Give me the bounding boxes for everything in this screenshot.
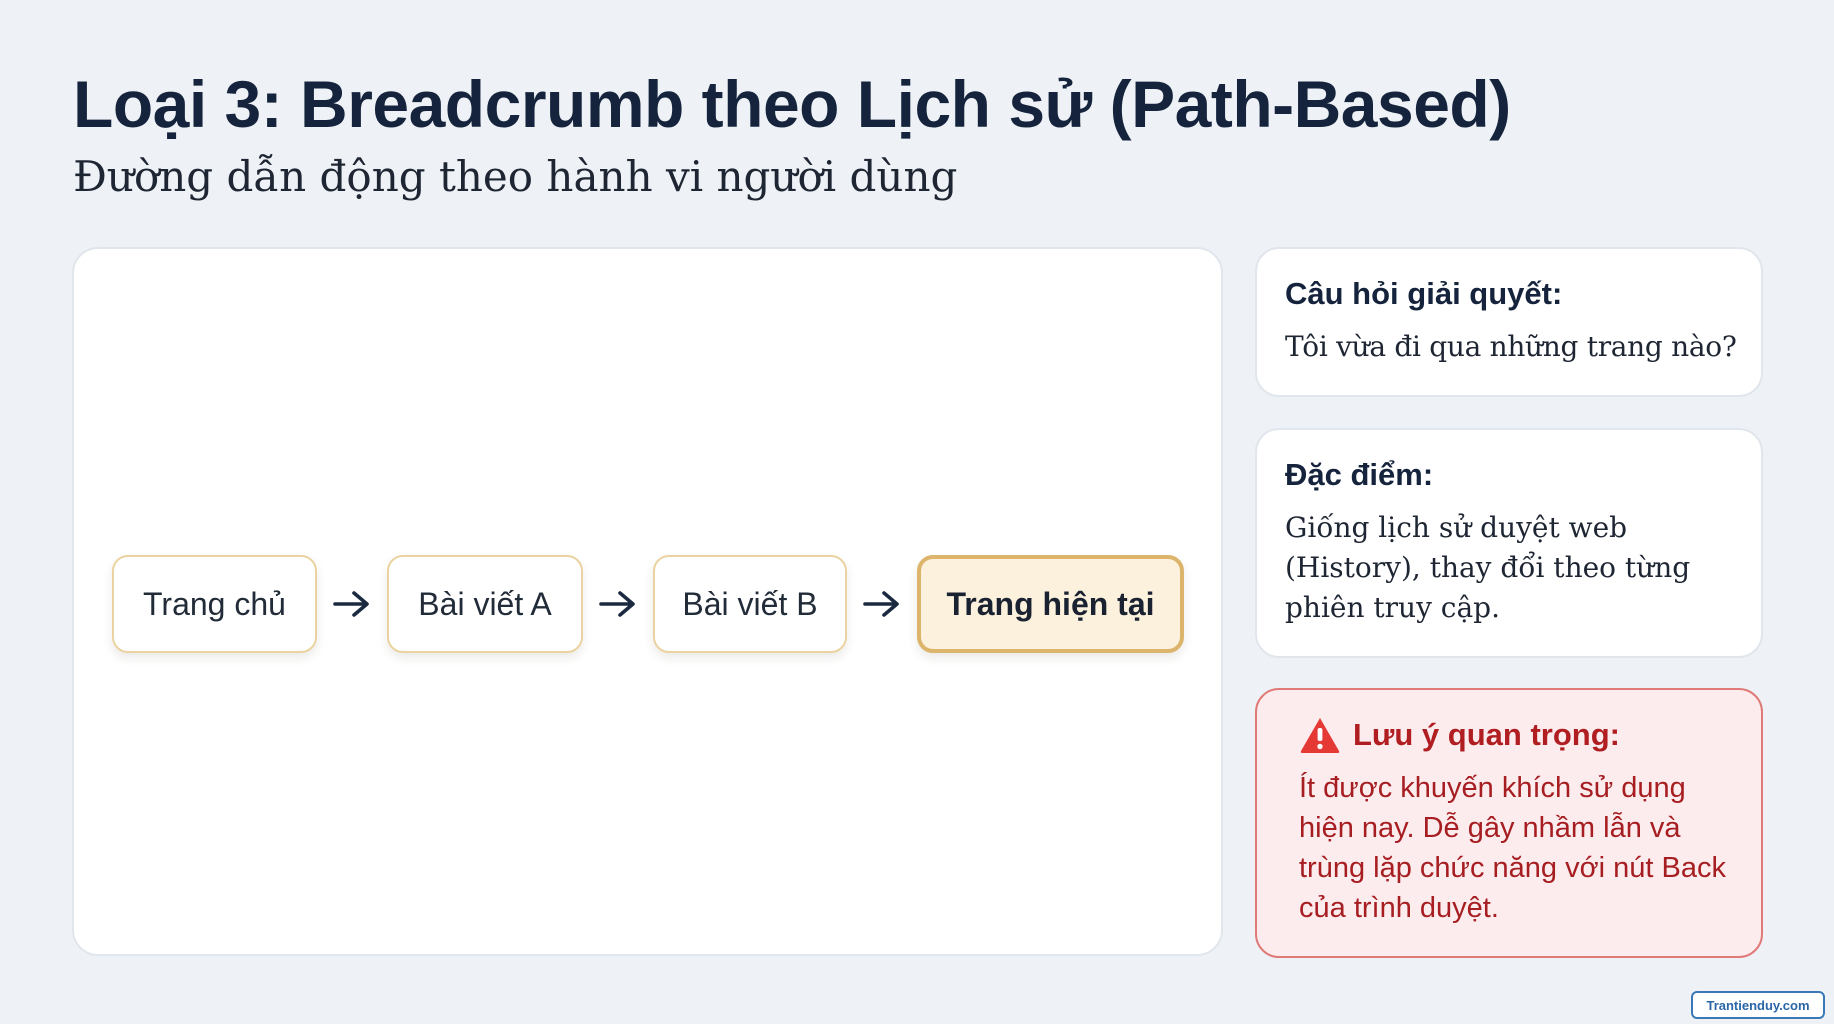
- warning-card-heading: Lưu ý quan trọng:: [1353, 717, 1620, 752]
- page-title: Loại 3: Breadcrumb theo Lịch sử (Path-Ba…: [73, 67, 1511, 141]
- question-card: Câu hỏi giải quyết: Tôi vừa đi qua những…: [1255, 247, 1763, 397]
- breadcrumb-item-home[interactable]: Trang chủ: [112, 555, 317, 653]
- breadcrumb-item-current: Trang hiện tại: [917, 555, 1184, 653]
- watermark-badge[interactable]: Trantienduy.com: [1691, 991, 1825, 1019]
- breadcrumb: Trang chủ Bài viết A Bài viết B Trang hi…: [112, 555, 1184, 653]
- breadcrumb-item-article-a[interactable]: Bài viết A: [387, 555, 583, 653]
- warning-card-body: Ít được khuyến khích sử dụng hiện nay. D…: [1299, 772, 1726, 924]
- features-card-heading: Đặc điểm:: [1285, 457, 1434, 492]
- warning-card-header: Lưu ý quan trọng:: [1299, 716, 1735, 754]
- question-card-heading: Câu hỏi giải quyết:: [1285, 276, 1563, 311]
- page-subtitle: Đường dẫn động theo hành vi người dùng: [73, 152, 958, 201]
- arrow-right-icon: [847, 555, 917, 653]
- features-card-body: Giống lịch sử duyệt web (History), thay …: [1285, 511, 1691, 624]
- diagram-panel: Trang chủ Bài viết A Bài viết B Trang hi…: [72, 247, 1223, 956]
- arrow-right-icon: [583, 555, 653, 653]
- question-card-body: Tôi vừa đi qua những trang nào?: [1285, 330, 1737, 363]
- warning-triangle-icon: [1300, 718, 1340, 753]
- breadcrumb-item-article-b[interactable]: Bài viết B: [653, 555, 847, 653]
- warning-card: Lưu ý quan trọng: Ít được khuyến khích s…: [1255, 688, 1763, 958]
- features-card: Đặc điểm: Giống lịch sử duyệt web (Histo…: [1255, 428, 1763, 658]
- arrow-right-icon: [317, 555, 387, 653]
